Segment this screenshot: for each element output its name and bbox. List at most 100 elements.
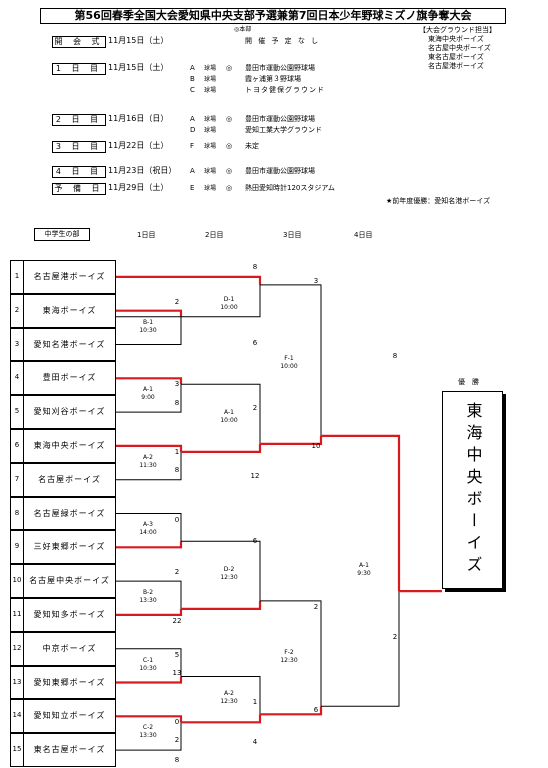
ground-staff-team: 東名古屋ボーイズ	[428, 53, 484, 61]
bracket-line-winner	[181, 714, 262, 724]
bracket-line-winner	[116, 275, 262, 285]
team-name: 名古屋港ボーイズ	[23, 260, 116, 294]
ground-word: 球場	[204, 143, 217, 150]
score-label: 6	[252, 338, 258, 347]
day-header: 2日目	[205, 231, 224, 239]
day-header: 4日目	[354, 231, 373, 239]
schedule-venue: 開 催 予 定 な し	[245, 37, 321, 45]
game-id-label: C-1	[142, 656, 154, 664]
bracket-line-loser	[181, 383, 261, 444]
score-label: 4	[252, 738, 258, 747]
champion-name: 東海中央ボーイズ	[463, 402, 483, 578]
bracket-line-winner	[116, 608, 183, 617]
score-label: 8	[392, 352, 398, 361]
game-id-label: F-1	[284, 355, 294, 363]
schedule-venue: 熱田愛知時計120スタジアム	[245, 184, 335, 192]
ground-staff-team: 東海中央ボーイズ	[428, 35, 484, 43]
honbu-mark: ◎	[226, 64, 233, 72]
schedule-label-day3: 3 日 目	[52, 141, 106, 153]
day-header: 1日目	[137, 231, 156, 239]
score-label: 8	[174, 756, 180, 765]
game-id-label: D-1	[223, 295, 235, 303]
schedule-date-day3: 11月22日（土）	[108, 141, 169, 150]
score-label: 3	[313, 276, 319, 285]
score-label: 8	[174, 399, 180, 408]
team-name: 愛知東郷ボーイズ	[23, 665, 116, 700]
tournament-title: 第56回春季全国大会愛知県中央支部予選兼第7回日本少年野球ミズノ旗争奪大会	[40, 8, 506, 24]
game-id-label: C-2	[142, 724, 154, 732]
previous-winner-note: ★前年度優勝：愛知名港ボーイズ	[386, 197, 491, 205]
score-label: 2	[174, 568, 180, 577]
schedule-date-day1: 11月15日（土）	[108, 63, 169, 72]
team-name: 三好東郷ボーイズ	[23, 530, 116, 565]
bracket-line-loser	[116, 384, 182, 413]
team-name: 愛知刈谷ボーイズ	[23, 395, 116, 429]
schedule-date-reserve: 11月29日（土）	[108, 183, 169, 192]
game-time-label: 12:30	[280, 656, 298, 664]
bracket-line-winner	[116, 715, 183, 723]
game-time-label: 12:30	[220, 574, 238, 582]
score-label: 0	[174, 515, 180, 524]
team-name: 愛知知立ボーイズ	[23, 699, 116, 734]
honbu-mark: ◎	[226, 115, 233, 123]
bracket-line-winner	[116, 444, 183, 452]
game-time-label: 10:30	[139, 326, 157, 334]
ground-word: 球場	[204, 65, 217, 72]
honbu-mark: ◎	[226, 142, 233, 150]
score-label: 2	[252, 404, 258, 413]
score-label: 22	[172, 616, 182, 625]
game-id-label: B-1	[142, 318, 154, 326]
score-label: 2	[313, 602, 319, 611]
score-label: 6	[252, 537, 258, 546]
game-id-label: A-3	[143, 521, 153, 529]
score-label: 2	[174, 736, 180, 745]
schedule-venue: 豊田市運動公園野球場	[245, 115, 315, 123]
ground-letter: D	[190, 126, 196, 134]
score-label: 1	[252, 698, 258, 707]
bracket-line-loser	[116, 648, 182, 677]
game-time-label: 10:00	[220, 417, 238, 425]
ground-staff-team: 名古屋港ボーイズ	[428, 62, 484, 70]
game-id-label: A-1	[359, 562, 369, 570]
game-time-label: 13:30	[139, 732, 157, 740]
ground-letter: A	[190, 64, 195, 72]
bracket-line-loser	[116, 316, 182, 345]
ground-letter: B	[190, 75, 195, 83]
game-time-label: 13:30	[139, 597, 157, 604]
team-name: 名古屋ボーイズ	[23, 462, 116, 497]
game-time-label: 9:30	[357, 570, 371, 578]
ground-word: 球場	[204, 76, 217, 83]
honbu-note: ◎本部	[234, 26, 252, 33]
schedule-venue: 愛知工業大学グラウンド	[245, 126, 322, 134]
schedule-label-day4: 4 日 目	[52, 166, 106, 178]
division-label: 中学生の部	[34, 228, 90, 241]
bracket-line-winner	[260, 706, 323, 716]
bracket-line-loser	[260, 600, 322, 707]
score-label: 3	[174, 380, 180, 389]
game-id-label: B-2	[142, 589, 154, 596]
score-label: 8	[252, 262, 258, 271]
schedule-venue: 豊田市運動公園野球場	[245, 64, 315, 72]
ground-letter: C	[190, 86, 195, 94]
score-label: 5	[174, 650, 180, 659]
bracket-line-winner	[181, 600, 262, 611]
score-label: 13	[172, 668, 182, 677]
game-id-label: A-2	[143, 453, 153, 461]
score-label: 10	[311, 441, 321, 450]
game-id-label: F-2	[284, 648, 294, 656]
game-time-label: 14:00	[139, 529, 157, 537]
team-name: 名古屋中央ボーイズ	[23, 564, 116, 598]
bracket-line-winner	[321, 434, 401, 592]
game-time-label: 10:30	[139, 664, 157, 672]
bracket-line-winner	[116, 377, 183, 385]
team-name: 愛知知多ボーイズ	[23, 598, 116, 632]
ground-letter: F	[190, 142, 195, 150]
score-label: 12	[250, 471, 260, 480]
champion-label: 優 勝	[458, 378, 479, 386]
ground-word: 球場	[204, 116, 217, 123]
team-name: 愛知名港ボーイズ	[23, 327, 116, 362]
ground-staff-header: 【大会グラウンド担当】	[419, 26, 496, 34]
ground-word: 球場	[204, 168, 217, 175]
schedule-venue: トヨタ健保グラウンド	[245, 86, 325, 94]
